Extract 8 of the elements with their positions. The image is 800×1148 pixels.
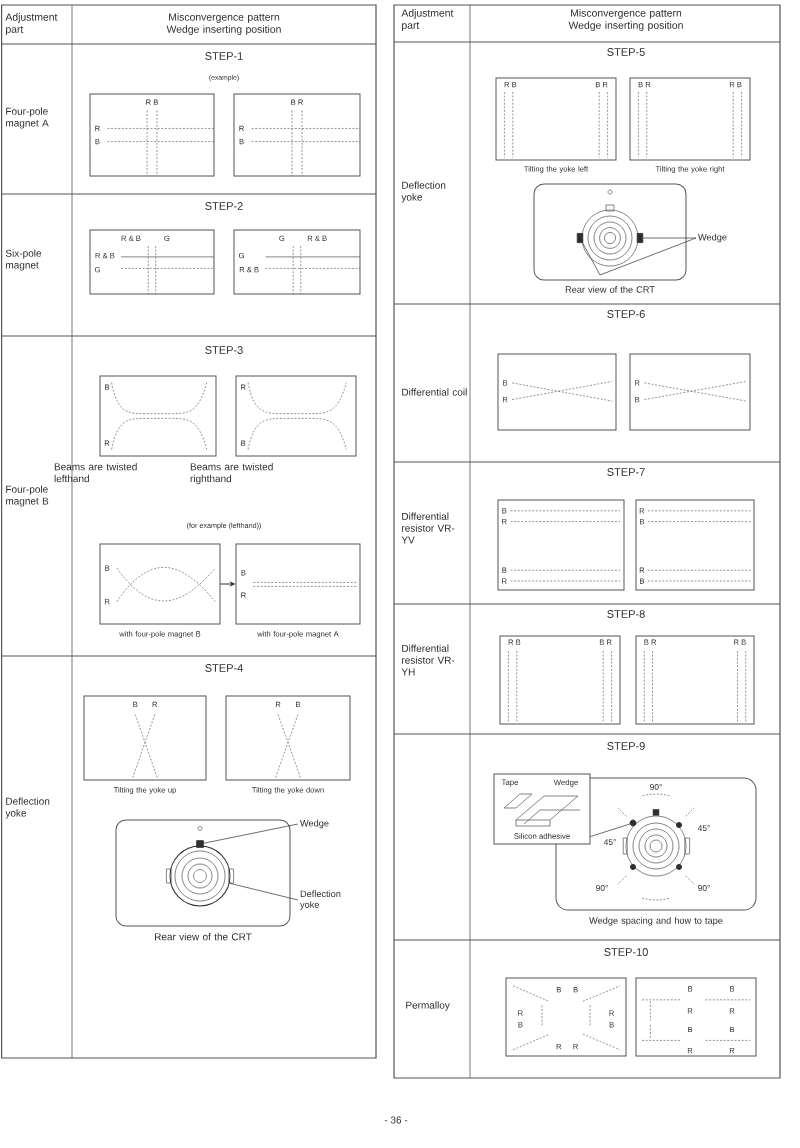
wedge-block <box>576 233 584 243</box>
wedge-block <box>196 840 204 848</box>
leader-line <box>642 237 697 239</box>
yoke-ring <box>169 845 231 907</box>
wedge-block <box>636 233 644 243</box>
arrow <box>220 582 235 586</box>
leader-line <box>582 237 697 276</box>
leader-line <box>229 882 299 901</box>
